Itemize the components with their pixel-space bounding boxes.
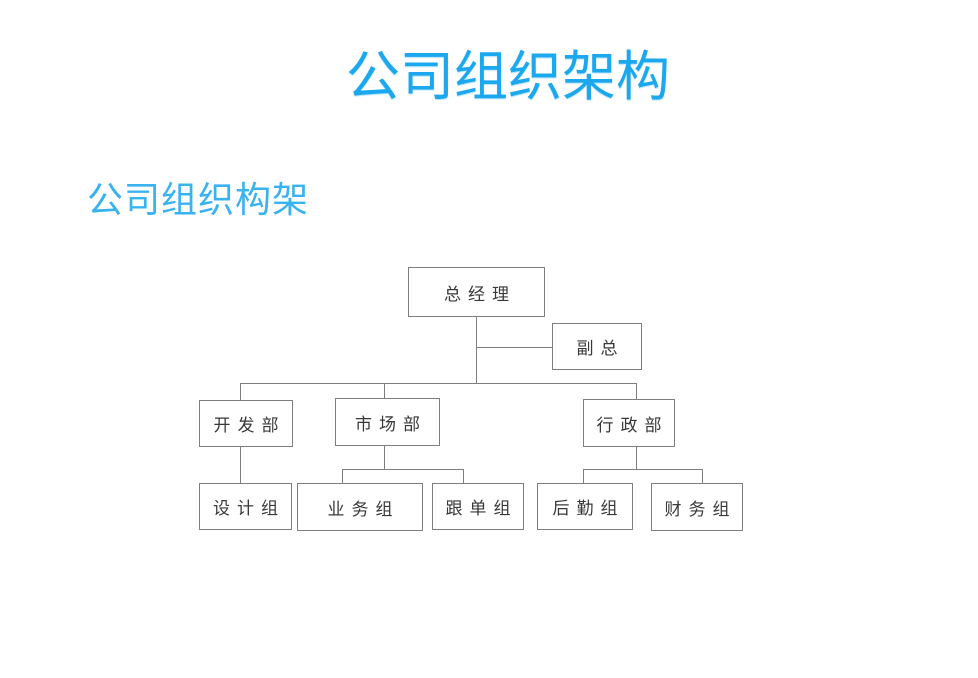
connector-development-to-design: [240, 447, 241, 483]
org-node-administration-dept: 行政部: [583, 399, 675, 447]
connector-gm-to-deputy: [476, 347, 552, 348]
connector-drop-administration: [636, 383, 637, 399]
connector-drop-order-follow-up: [463, 469, 464, 483]
connector-drop-logistics: [583, 469, 584, 483]
connector-drop-marketing: [384, 383, 385, 398]
connector-drop-development: [240, 383, 241, 400]
section-subtitle: 公司组织构架: [87, 180, 310, 221]
page-title: 公司组织架构: [346, 45, 670, 108]
connector-administration-down: [636, 447, 637, 469]
connector-marketing-children-bus: [342, 469, 463, 470]
org-node-general-manager: 总经理: [408, 267, 545, 317]
org-node-development-dept: 开发部: [199, 400, 293, 447]
org-node-label: 业务组: [327, 499, 400, 520]
connector-marketing-down: [384, 446, 385, 469]
org-node-label: 设计组: [213, 499, 285, 519]
org-node-finance-group: 财务组: [651, 483, 743, 531]
org-node-label: 行政部: [596, 415, 669, 436]
org-node-order-follow-up-group: 跟单组: [432, 483, 524, 530]
org-node-deputy-general-manager: 副总: [552, 323, 642, 370]
connector-drop-finance: [702, 469, 703, 483]
org-node-label: 副总: [576, 339, 625, 359]
org-node-marketing-dept: 市场部: [335, 398, 440, 446]
org-node-logistics-group: 后勤组: [537, 483, 633, 530]
org-node-business-group: 业务组: [297, 483, 423, 531]
org-node-label: 跟单组: [445, 499, 518, 519]
org-node-label: 开发部: [213, 416, 286, 436]
org-node-label: 市场部: [355, 414, 427, 435]
connector-gm-trunk: [476, 317, 477, 383]
org-node-label: 总经理: [444, 284, 516, 305]
org-node-design-group: 设计组: [199, 483, 292, 530]
connector-level2-bus: [240, 383, 637, 384]
org-node-label: 财务组: [664, 499, 737, 520]
connector-drop-business: [342, 469, 343, 483]
org-node-label: 后勤组: [552, 499, 625, 519]
connector-administration-children-bus: [583, 469, 703, 470]
